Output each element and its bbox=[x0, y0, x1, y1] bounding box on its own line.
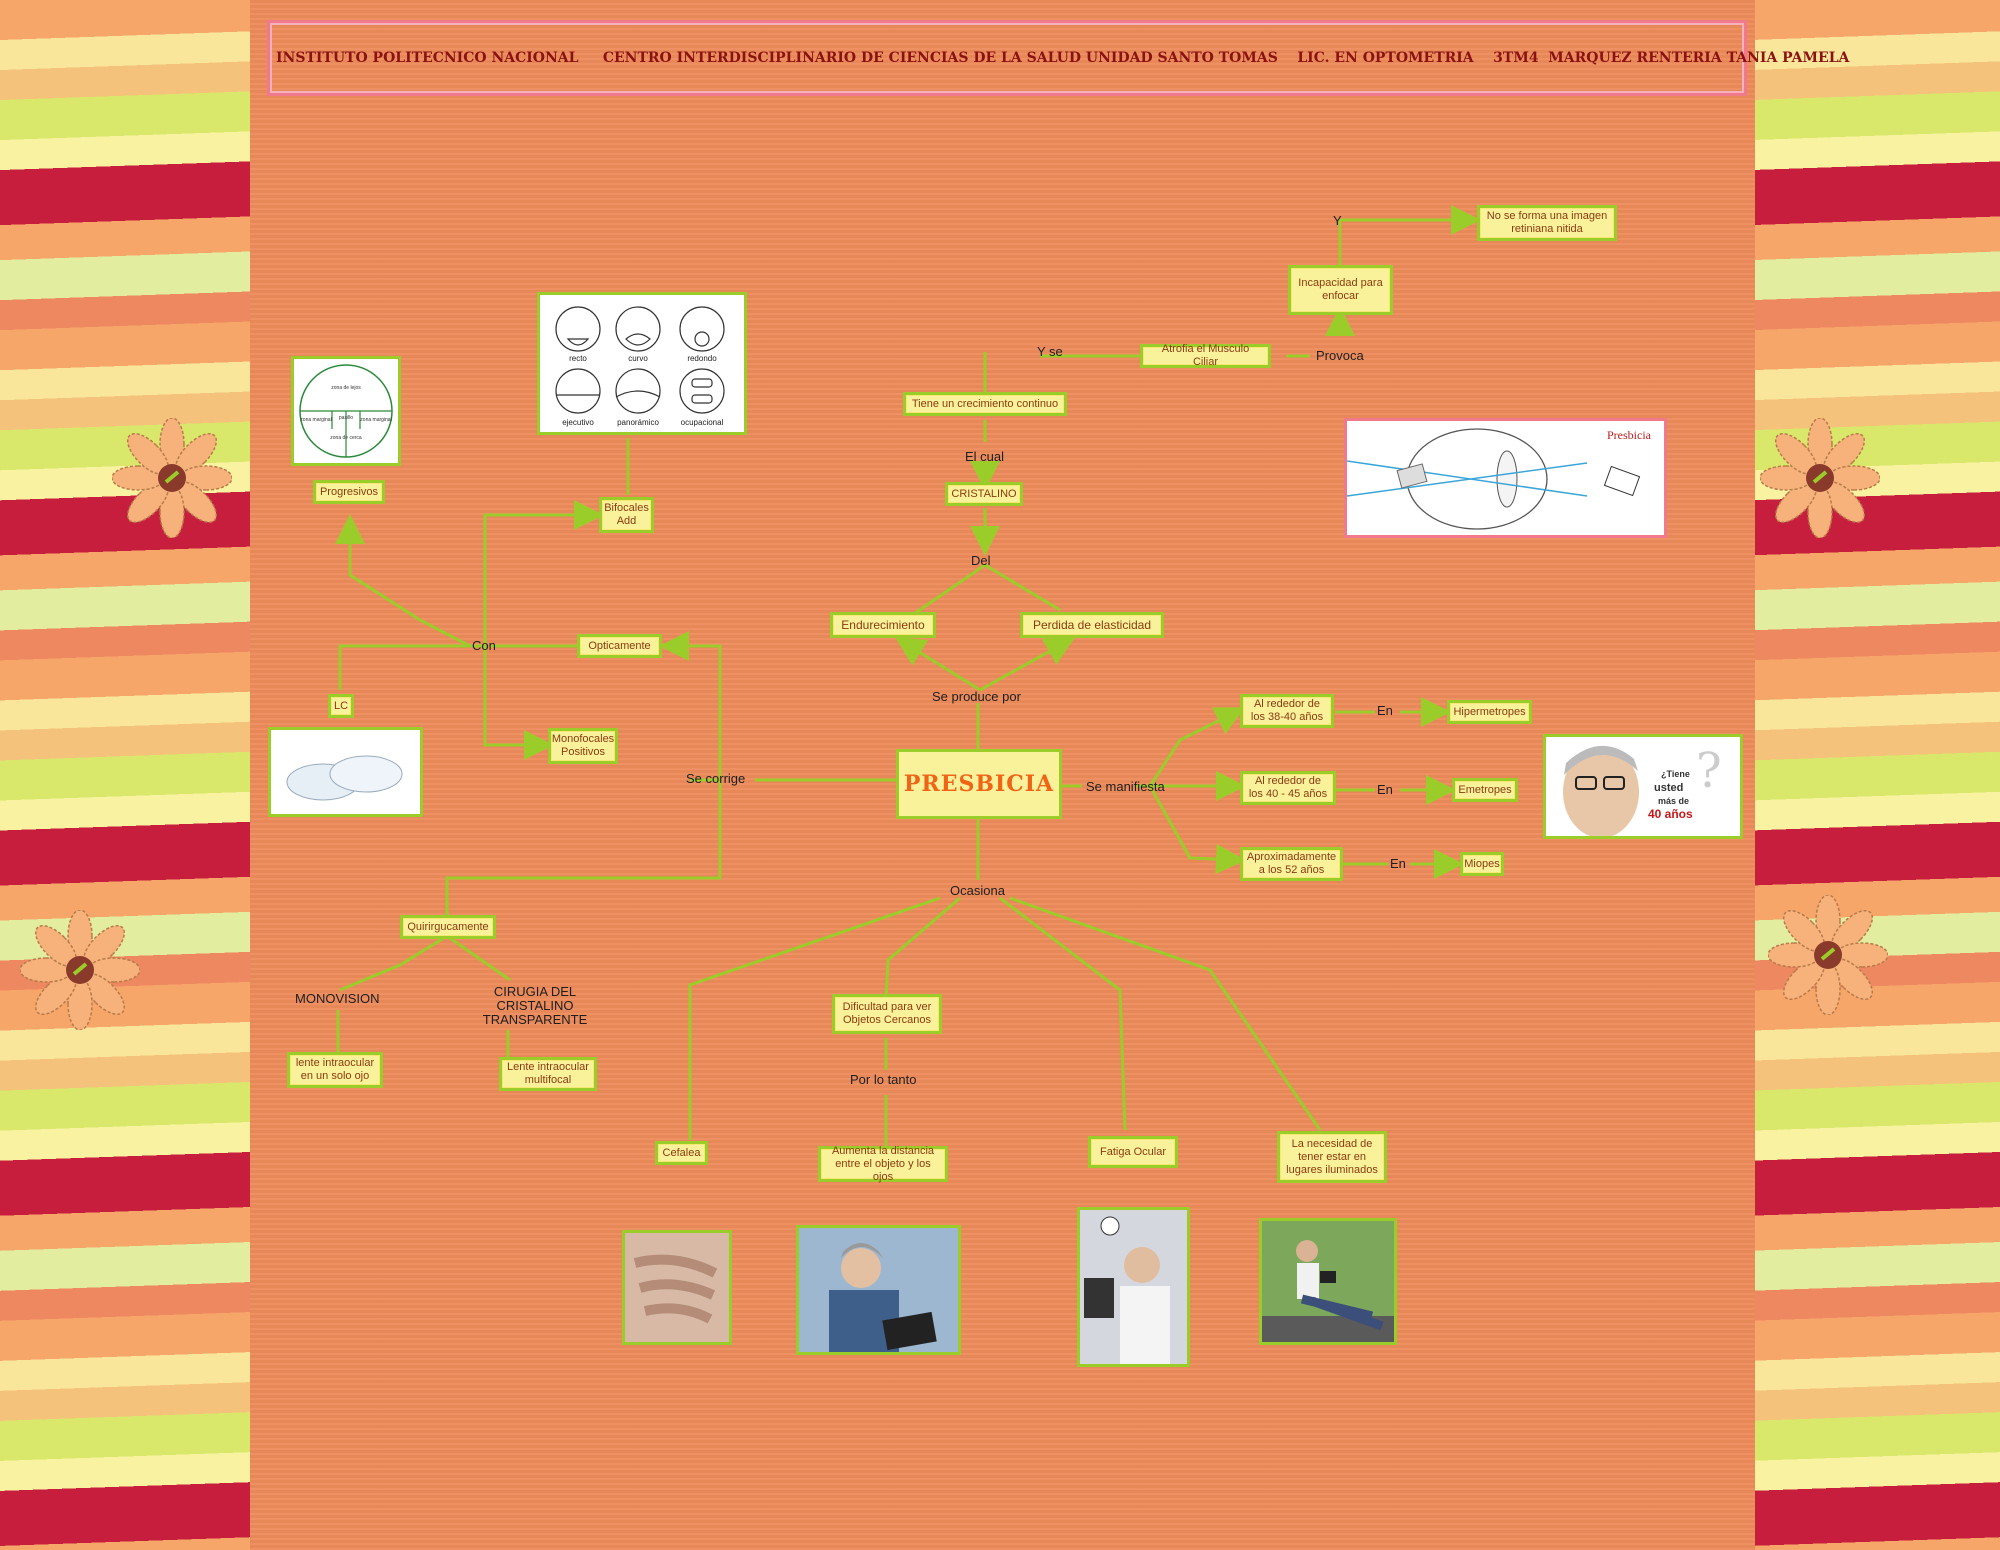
label-por-lo-tanto: Por lo tanto bbox=[850, 1073, 917, 1087]
presbicia-eye-diagram: Presbicia bbox=[1344, 418, 1667, 538]
label-se-produce: Se produce por bbox=[932, 690, 1021, 704]
label-en-2: En bbox=[1377, 783, 1393, 797]
ad-text: ¿Tiene bbox=[1661, 769, 1690, 779]
node-edad-52[interactable]: Aproximadamente a los 52 años bbox=[1240, 847, 1343, 881]
node-dificultad[interactable]: Dificultad para ver Objetos Cercanos bbox=[832, 994, 942, 1034]
label-cirugia: CIRUGIA DEL CRISTALINO TRANSPARENTE bbox=[480, 985, 590, 1027]
label-en-1: En bbox=[1377, 704, 1393, 718]
node-necesidad[interactable]: La necesidad de tener estar en lugares i… bbox=[1277, 1131, 1387, 1183]
node-emetropes[interactable]: Emetropes bbox=[1452, 778, 1518, 802]
progresivo-zone-label: zona de cerca bbox=[330, 435, 362, 441]
node-lente-un-ojo[interactable]: lente intraocular en un solo ojo bbox=[287, 1052, 383, 1088]
label-provoca: Provoca bbox=[1316, 349, 1364, 363]
node-miopes[interactable]: Miopes bbox=[1460, 852, 1504, 876]
bifocal-label: curvo bbox=[628, 354, 648, 363]
node-perdida[interactable]: Perdida de elasticidad bbox=[1020, 612, 1164, 638]
label-ocasiona: Ocasiona bbox=[950, 884, 1005, 898]
node-edad-38-40[interactable]: Al rededor de los 38-40 años bbox=[1240, 694, 1334, 728]
node-progresivos[interactable]: Progresivos bbox=[313, 480, 385, 504]
presbicia-diagram-title: Presbicia bbox=[1607, 428, 1652, 442]
bifocal-label: recto bbox=[569, 354, 587, 363]
svg-text:?: ? bbox=[1696, 743, 1722, 799]
contact-lenses-image bbox=[268, 727, 423, 817]
over-40-ad-image: ? ¿Tiene usted más de 40 años bbox=[1543, 734, 1743, 839]
node-incapacidad[interactable]: Incapacidad para enfocar bbox=[1288, 265, 1393, 315]
label-el-cual: El cual bbox=[965, 450, 1004, 464]
node-atrofia[interactable]: Atrofia el Musculo Ciliar bbox=[1140, 344, 1271, 368]
label-se-corrige: Se corrige bbox=[686, 772, 745, 786]
reading-outdoors-photo bbox=[1259, 1218, 1397, 1345]
label-y-se: Y se bbox=[1037, 345, 1063, 359]
progresivo-zone-label: zona marginal bbox=[300, 417, 331, 423]
progresivo-zone-label: zona marginal bbox=[360, 417, 391, 423]
node-cristalino[interactable]: CRISTALINO bbox=[945, 482, 1023, 506]
node-hipermetropes[interactable]: Hipermetropes bbox=[1447, 700, 1532, 724]
label-monovision: MONOVISION bbox=[295, 992, 380, 1006]
ad-text: más de bbox=[1658, 796, 1689, 806]
node-bifocales[interactable]: Bifocales Add bbox=[599, 497, 654, 533]
reading-woman-photo bbox=[796, 1225, 961, 1355]
node-opticamente[interactable]: Opticamente bbox=[577, 634, 662, 658]
bifocal-label: panorámico bbox=[617, 418, 659, 427]
progressive-lens-image: zona de lejos zona marginal pasillo zona… bbox=[291, 356, 401, 466]
bifocal-shapes-image: recto curvo redondo ejecutivo panorámico… bbox=[537, 292, 747, 435]
label-con: Con bbox=[472, 639, 496, 653]
bifocal-label: ocupacional bbox=[681, 418, 724, 427]
node-lc[interactable]: LC bbox=[328, 694, 354, 718]
node-edad-40-45[interactable]: Al rededor de los 40 - 45 años bbox=[1240, 771, 1336, 805]
progresivo-zone-label: zona de lejos bbox=[331, 385, 361, 391]
ad-text: usted bbox=[1654, 782, 1683, 794]
eye-strain-photo bbox=[1077, 1207, 1190, 1367]
progresivo-zone-label: pasillo bbox=[339, 415, 353, 421]
label-en-3: En bbox=[1390, 857, 1406, 871]
node-endurecimiento[interactable]: Endurecimiento bbox=[830, 612, 936, 638]
node-quirurgicamente[interactable]: Quirirgucamente bbox=[400, 915, 496, 939]
bifocal-label: redondo bbox=[687, 354, 717, 363]
label-y: Y bbox=[1333, 214, 1342, 228]
node-aumenta[interactable]: Aumenta la distancia entre el objeto y l… bbox=[818, 1146, 948, 1182]
label-del: Del bbox=[971, 554, 991, 568]
node-fatiga[interactable]: Fatiga Ocular bbox=[1088, 1136, 1178, 1168]
node-no-imagen[interactable]: No se forma una imagen retiniana nitida bbox=[1477, 205, 1617, 241]
headache-photo bbox=[622, 1230, 732, 1345]
node-lente-multifocal[interactable]: Lente intraocular multifocal bbox=[499, 1057, 597, 1091]
node-cefalea[interactable]: Cefalea bbox=[655, 1141, 708, 1165]
bifocal-label: ejecutivo bbox=[562, 418, 594, 427]
main-topic-presbicia[interactable]: PRESBICIA bbox=[896, 749, 1062, 819]
node-crecimiento[interactable]: Tiene un crecimiento continuo bbox=[903, 392, 1067, 416]
label-se-manifiesta: Se manifiesta bbox=[1086, 780, 1165, 794]
node-monofocales[interactable]: Monofocales Positivos bbox=[548, 728, 618, 764]
ad-text: 40 años bbox=[1648, 807, 1693, 821]
